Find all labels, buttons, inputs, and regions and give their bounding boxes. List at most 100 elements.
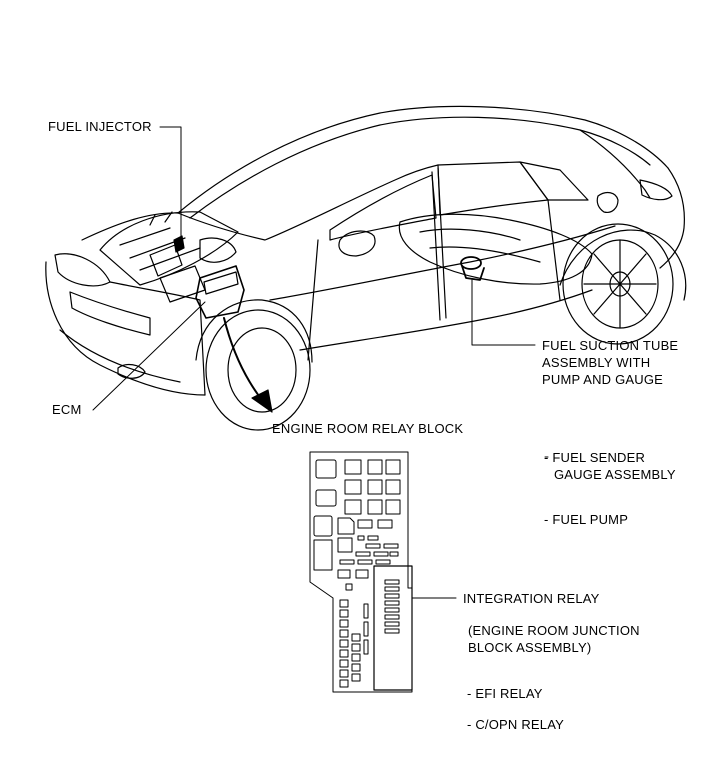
ecm-connector	[203, 271, 239, 295]
relay	[313, 539, 333, 571]
rear-wheel	[562, 223, 674, 345]
car-roof	[177, 105, 669, 214]
fuse	[375, 559, 391, 565]
label-integration-relay: INTEGRATION RELAY	[463, 591, 600, 606]
arrow-to-relay-block	[223, 317, 273, 413]
fuel-tank	[398, 213, 593, 285]
relay-block-outline	[309, 451, 413, 693]
integration-relay-body	[373, 565, 413, 691]
tank-outline	[398, 213, 593, 285]
fuse	[389, 551, 399, 557]
body-side-crease	[269, 225, 616, 301]
engine-cover	[99, 211, 239, 286]
fuse	[367, 459, 383, 475]
fuse	[367, 535, 379, 541]
fuse	[367, 479, 383, 495]
label-line: FUEL SUCTION TUBE	[542, 338, 679, 353]
fuse	[385, 499, 401, 515]
fuse	[337, 569, 351, 579]
fuse	[367, 499, 383, 515]
left-fuse-column	[339, 599, 369, 688]
fuse	[344, 499, 362, 515]
car-rear	[659, 167, 685, 269]
front-wheel-rim	[227, 327, 297, 413]
fuse	[355, 551, 371, 557]
engine-detail	[119, 211, 201, 271]
rocker-panel	[299, 289, 593, 351]
label-fuel-pump: - FUEL PUMP	[544, 512, 629, 527]
leader-lines	[92, 126, 549, 599]
front-door-window	[437, 161, 549, 216]
front-side-window	[329, 174, 437, 241]
relay	[337, 537, 353, 553]
fuse	[357, 535, 365, 541]
headlight	[54, 253, 111, 287]
rear-window	[579, 129, 651, 199]
integration-relay-pins	[384, 579, 400, 634]
fuel-pump-top	[460, 256, 482, 270]
leader-fuel-injector	[159, 126, 182, 239]
relay	[313, 515, 333, 537]
ecm-module	[195, 265, 245, 319]
label-line: ASSEMBLY WITH	[542, 355, 651, 370]
label-ecm: ECM	[52, 402, 82, 417]
rear-hub	[609, 271, 631, 297]
air-filter	[199, 237, 237, 263]
fuse	[344, 479, 362, 495]
fuse	[377, 519, 393, 529]
front-wheel	[205, 309, 311, 431]
relay	[337, 517, 355, 535]
label-engine-room-relay-block: ENGINE ROOM RELAY BLOCK	[272, 421, 464, 436]
label-fuel-suction-tube: FUEL SUCTION TUBE ASSEMBLY WITH PUMP AND…	[542, 337, 678, 388]
rear-light	[639, 179, 673, 201]
fuse	[315, 459, 337, 479]
fuse	[344, 459, 362, 475]
front-bumper-lower	[59, 329, 181, 383]
label-line: GAUGE ASSEMBLY	[554, 467, 676, 482]
front-wheel-arch	[195, 299, 313, 363]
label-line: BLOCK ASSEMBLY)	[468, 640, 592, 655]
fuse	[385, 479, 401, 495]
relay-block	[309, 451, 413, 693]
arrow-shaft	[223, 317, 263, 401]
fog-light	[117, 363, 146, 379]
fuse	[345, 583, 353, 591]
fuse	[365, 543, 381, 549]
rear-wheel-arch	[559, 229, 687, 301]
rear-wheel-spokes	[583, 239, 657, 329]
fuel-pump-body	[461, 265, 485, 281]
fuse	[315, 489, 337, 507]
fuse	[373, 551, 389, 557]
label-line: PUMP AND GAUGE	[542, 372, 664, 387]
fuse	[357, 559, 373, 565]
rear-door-line	[547, 199, 561, 301]
label-line: (ENGINE ROOM JUNCTION	[468, 623, 640, 638]
side-mirror	[338, 230, 376, 257]
fuse	[385, 459, 401, 475]
battery	[149, 244, 183, 277]
trunk-handle	[596, 191, 619, 213]
fuse	[357, 519, 373, 529]
fuse	[339, 559, 355, 565]
fuse	[383, 543, 399, 549]
grille	[69, 291, 151, 336]
leader-fuel-suction	[471, 279, 536, 346]
fuel-injector-part	[173, 235, 185, 253]
label-fuel-injector: FUEL INJECTOR	[48, 119, 152, 134]
b-pillar	[431, 167, 447, 321]
fuse	[355, 569, 369, 579]
label-fuel-sender: - FUEL SENDER GAUGE ASSEMBLY	[544, 449, 676, 483]
rear-door-window	[519, 161, 589, 201]
front-bumper	[45, 261, 206, 396]
front-fender	[109, 281, 206, 396]
tank-detail	[419, 228, 541, 263]
hood-edge	[81, 212, 179, 241]
windshield-base	[177, 164, 439, 241]
label-line: - FUEL SENDER	[544, 450, 646, 465]
car-roof-inner	[189, 116, 651, 219]
leader-ecm	[92, 301, 206, 411]
label-efi-relay: - EFI RELAY	[467, 686, 543, 701]
label-copn-relay: - C/OPN RELAY	[467, 717, 564, 732]
